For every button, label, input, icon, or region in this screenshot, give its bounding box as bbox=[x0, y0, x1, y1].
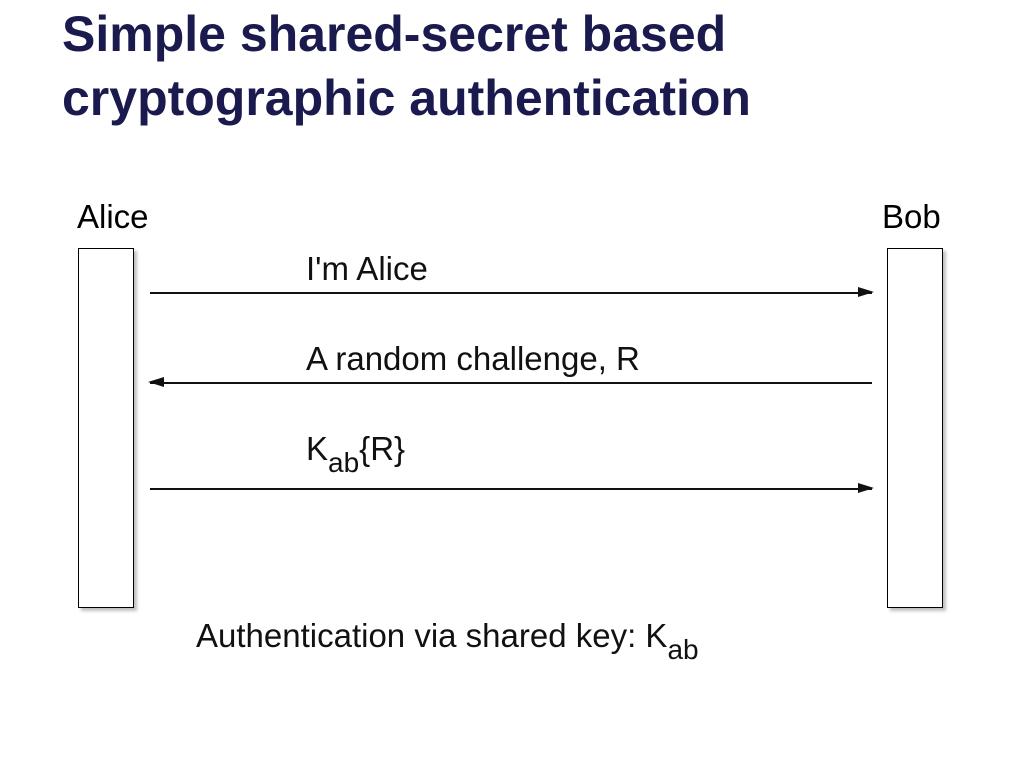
title-line-1: Simple shared-secret based bbox=[62, 6, 727, 62]
message-1-arrow bbox=[150, 288, 874, 296]
lifeline-bob bbox=[887, 248, 943, 608]
caption-subscript: ab bbox=[667, 634, 699, 665]
title-line-2: cryptographic authentication bbox=[62, 70, 751, 126]
message-3-payload: {R} bbox=[359, 430, 406, 467]
slide-title: Simple shared-secret based cryptographic… bbox=[62, 2, 1002, 130]
message-3-label: Kab{R} bbox=[306, 430, 406, 478]
party-label-bob: Bob bbox=[882, 198, 941, 235]
message-2-arrow bbox=[148, 378, 872, 386]
message-3-arrow bbox=[150, 484, 874, 492]
message-3-key-subscript: ab bbox=[328, 447, 360, 478]
party-label-alice: Alice bbox=[77, 198, 149, 235]
diagram-caption: Authentication via shared key: Kab bbox=[196, 616, 699, 665]
message-1-label: I'm Alice bbox=[306, 250, 428, 287]
lifeline-alice bbox=[78, 248, 134, 608]
message-3-key: K bbox=[306, 430, 329, 467]
caption-text: Authentication via shared key: K bbox=[196, 617, 668, 654]
message-2-label: A random challenge, R bbox=[306, 340, 640, 377]
